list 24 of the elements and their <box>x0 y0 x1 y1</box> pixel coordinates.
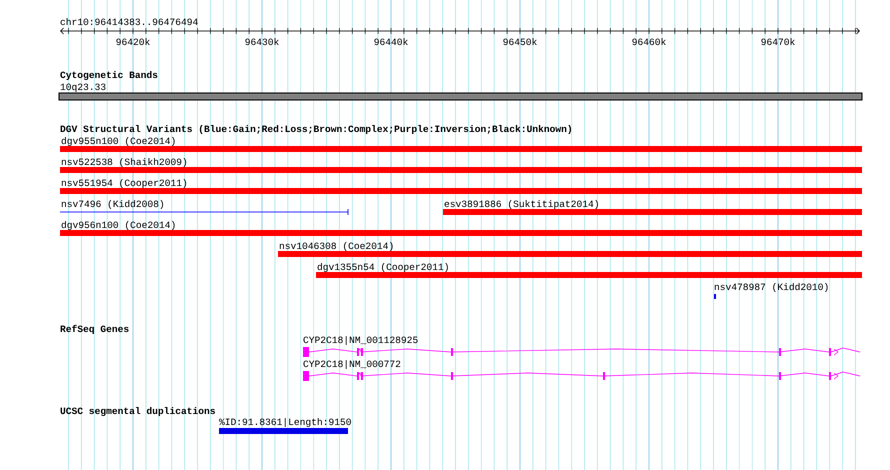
variant-label: nsv551954 (Cooper2011) <box>62 179 186 188</box>
variant-label: nsv478987 (Kidd2010) <box>714 283 828 292</box>
tick-label: 96420k <box>116 38 150 46</box>
band-label: 10q23.33 <box>60 84 106 92</box>
tick-label: 96440k <box>374 38 408 46</box>
tick-label: 96460k <box>632 38 666 46</box>
gene-label: CYP2C18|NM_001128925 <box>304 336 418 345</box>
track-title: DGV Structural Variants (Blue:Gain;Red:Loss;Brown:Complex;Purple:Inversion;Black:Unknown) <box>60 125 572 134</box>
variant-label: nsv1046308 (Coe2014) <box>280 242 393 251</box>
tick-label: 96430k <box>245 38 279 46</box>
position-label: chr10:96414383..96476494 <box>60 18 198 26</box>
tick-label: 96450k <box>503 38 537 46</box>
gene-label: CYP2C18|NM_000772 <box>304 360 400 369</box>
tick-label: 96470k <box>761 38 795 46</box>
track-title: UCSC segmental duplications <box>60 407 215 416</box>
variant-label: dgv956n100 (Coe2014) <box>62 221 175 230</box>
variant-label: dgv1355n54 (Cooper2011) <box>318 263 448 272</box>
duplication-label: %ID:91.8361|Length:9150 <box>219 418 351 427</box>
variant-label: dgv955n100 (Coe2014) <box>62 137 175 146</box>
variant-label: nsv522538 (Shaikh2009) <box>62 158 186 167</box>
track-title: Cytogenetic Bands <box>60 71 158 80</box>
variant-label: nsv7496 (Kidd2008) <box>62 200 164 209</box>
variant-label: esv3891886 (Suktitipat2014) <box>444 200 598 209</box>
track-title: RefSeq Genes <box>60 324 129 334</box>
